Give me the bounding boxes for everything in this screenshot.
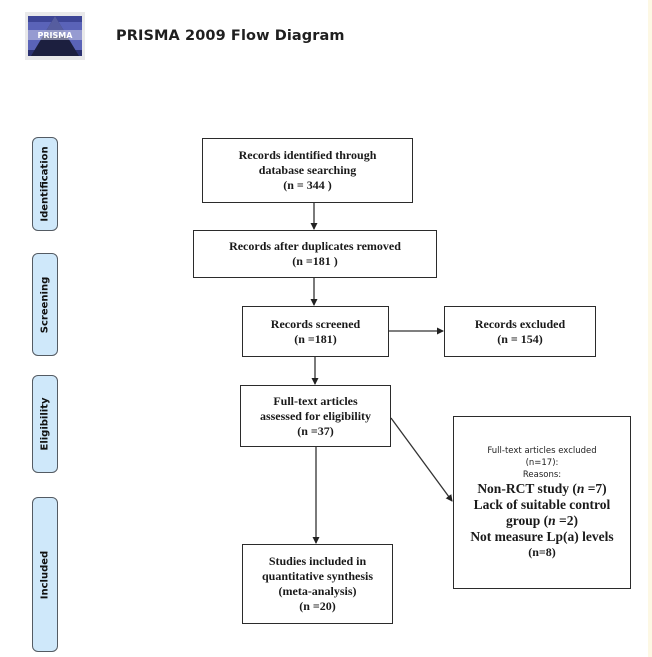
box-fulltext-excluded: Full-text articles excluded (n=17): Reas… <box>453 416 631 589</box>
reason-text: group ( <box>506 513 549 528</box>
arrow-fulltext-to-excluded <box>390 417 453 502</box>
box-records-screened: Records screened (n =181) <box>242 306 389 357</box>
page-title: PRISMA 2009 Flow Diagram <box>116 28 345 44</box>
box-text: Records identified through <box>238 148 377 162</box>
box-count: (n=17): <box>525 458 559 468</box>
box-records-excluded: Records excluded (n = 154) <box>444 306 596 357</box>
box-count: (n =181 ) <box>292 254 338 268</box>
stage-included: Included <box>32 497 58 652</box>
stage-screening: Screening <box>32 253 58 356</box>
reason-n-label: n <box>576 481 585 496</box>
reason-count: =2) <box>555 513 578 528</box>
box-text: Studies included in <box>268 554 367 568</box>
box-reasons-label: Reasons: <box>522 470 562 480</box>
page-edge-strip <box>648 0 652 657</box>
box-records-after-duplicates: Records after duplicates removed (n =181… <box>193 230 437 278</box>
box-records-identified: Records identified through database sear… <box>202 138 413 203</box>
stage-identification: Identification <box>32 137 58 231</box>
box-text: Records excluded <box>474 316 566 331</box>
box-text: quantitative synthesis <box>261 569 374 583</box>
box-text: (meta-analysis) <box>278 584 357 598</box>
box-heading: Full-text articles excluded <box>487 446 597 456</box>
box-count: (n = 154) <box>497 331 543 346</box>
reason-lack-control: Lack of suitable control <box>473 497 611 512</box>
box-count: (n = 344 ) <box>283 178 332 192</box>
box-count: (n =20) <box>299 599 336 613</box>
reason-n-label: n <box>548 513 556 528</box>
reason-text: Non-RCT study ( <box>477 481 577 496</box>
box-text: Full-text articles <box>273 393 358 408</box>
reason-non-rct: Non-RCT study (n =7) <box>477 481 606 497</box>
box-text: Records screened <box>270 316 361 331</box>
box-count: (n =181) <box>294 331 337 346</box>
logo-text: PRISMA <box>38 31 74 40</box>
reason-no-lpa: Not measure Lp(a) levels <box>470 529 614 544</box>
prisma-logo: PRISMA <box>25 12 85 60</box>
reason-count: =7) <box>584 481 607 496</box>
box-text: assessed for eligibility <box>259 408 372 423</box>
box-text: Records after duplicates removed <box>229 239 401 253</box>
box-fulltext-assessed: Full-text articles assessed for eligibil… <box>240 385 391 447</box>
reason-lack-control-count: group (n =2) <box>506 513 578 529</box>
box-studies-included: Studies included in quantitative synthes… <box>242 544 393 624</box>
stage-eligibility: Eligibility <box>32 375 58 473</box>
reason-no-lpa-count: (n=8) <box>528 545 556 559</box>
box-count: (n =37) <box>297 423 334 438</box>
box-text: database searching <box>258 163 357 177</box>
